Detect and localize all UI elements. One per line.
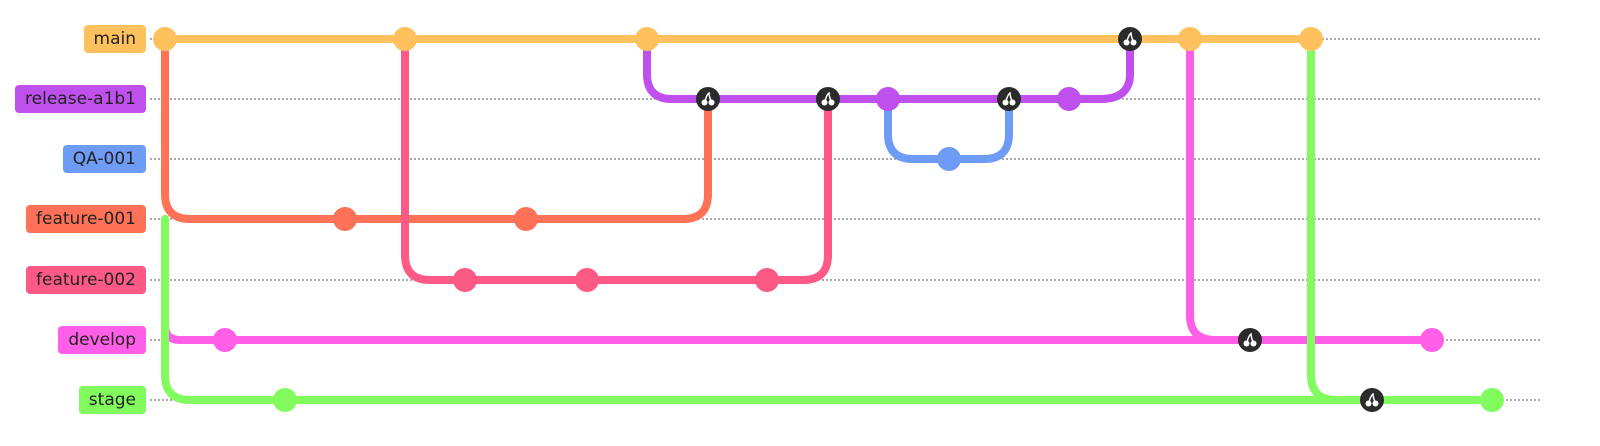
edge-main-to-release: [643, 35, 712, 103]
edge-main-to-feature-002: [401, 35, 469, 284]
branch-label-release[interactable]: release-a1b1: [15, 85, 146, 113]
commit-release[interactable]: [876, 87, 900, 111]
commit-main[interactable]: [635, 27, 659, 51]
branch-label-stage[interactable]: stage: [78, 386, 146, 414]
commit-feature002[interactable]: [453, 268, 477, 292]
branch-label-develop[interactable]: develop: [58, 326, 146, 354]
commit-main[interactable]: [1178, 27, 1202, 51]
commit-main[interactable]: [153, 27, 177, 51]
commit-feature001[interactable]: [333, 207, 357, 231]
cherry-pick-icon[interactable]: [696, 87, 720, 111]
commit-develop[interactable]: [213, 328, 237, 352]
cherry-pick-icon[interactable]: [1118, 27, 1142, 51]
cherry-pick-icon[interactable]: [1360, 388, 1384, 412]
commit-qa[interactable]: [937, 147, 961, 171]
commit-release[interactable]: [1057, 87, 1081, 111]
commit-stage[interactable]: [1480, 388, 1504, 412]
edge-feature-001-to-release: [679, 95, 712, 223]
cherry-pick-icon[interactable]: [816, 87, 840, 111]
edge-qa-to-release: [945, 95, 1013, 163]
branch-label-qa[interactable]: QA-001: [62, 145, 146, 173]
branch-label-feature001[interactable]: feature-001: [26, 205, 146, 233]
commit-feature002[interactable]: [575, 268, 599, 292]
edge-to-stage: [161, 215, 289, 404]
commit-stage[interactable]: [273, 388, 297, 412]
edge-main-to-stage: [1307, 35, 1376, 404]
edge-main-to-feature-001: [161, 35, 349, 223]
cherry-pick-icon[interactable]: [997, 87, 1021, 111]
edge-feature-002-to-release: [799, 95, 832, 284]
commit-main[interactable]: [1299, 27, 1323, 51]
commit-main[interactable]: [393, 27, 417, 51]
commit-develop[interactable]: [1420, 328, 1444, 352]
branch-label-feature002[interactable]: feature-002: [26, 266, 146, 294]
edge-main-to-develop: [1186, 35, 1254, 344]
commit-feature002[interactable]: [755, 268, 779, 292]
branch-label-main[interactable]: main: [83, 25, 146, 53]
edge-release-to-qa: [884, 95, 953, 163]
edge-release-to-main: [1096, 35, 1134, 103]
cherry-pick-icon[interactable]: [1238, 328, 1262, 352]
commit-feature001[interactable]: [514, 207, 538, 231]
